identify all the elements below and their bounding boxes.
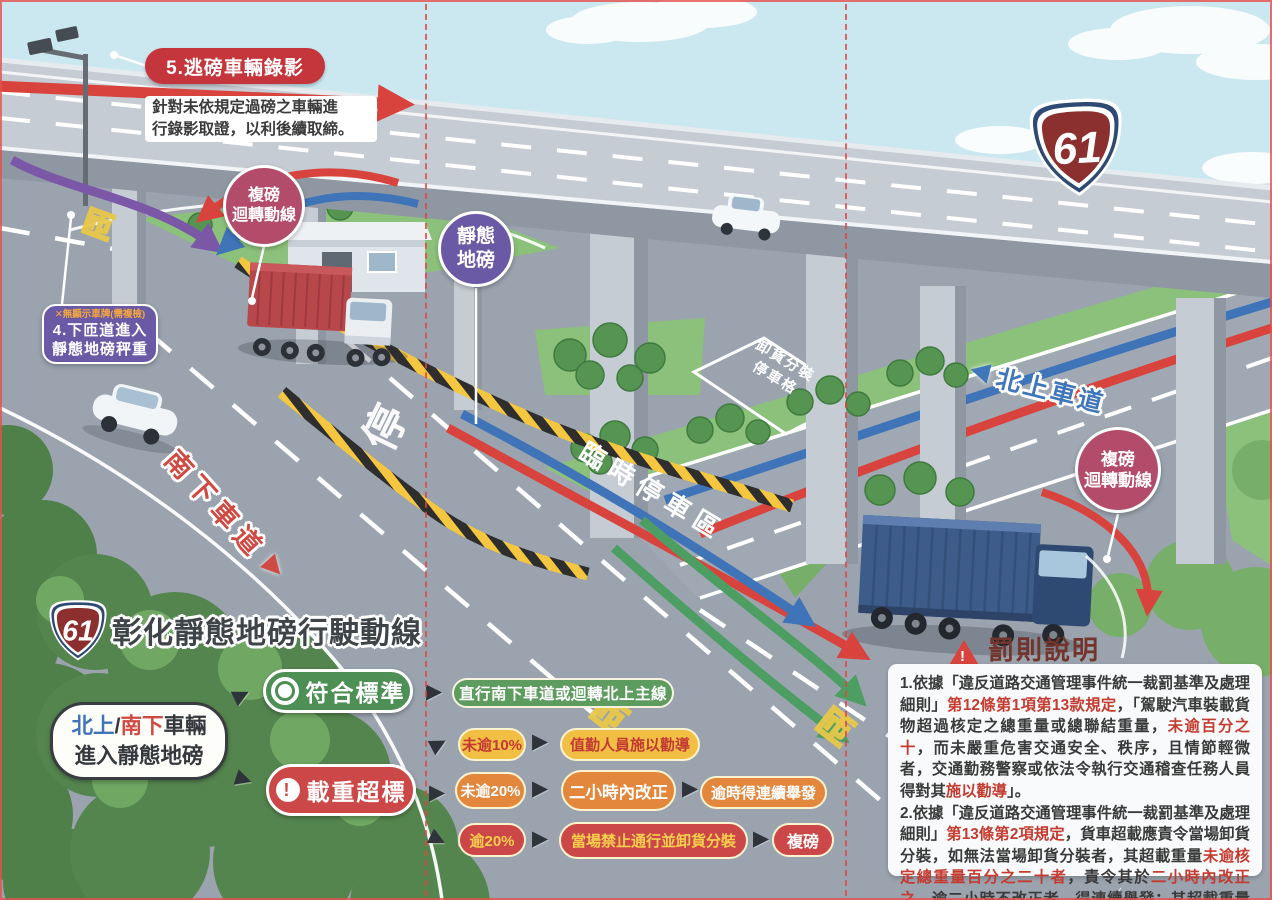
step-citation-label: 逾時得連續舉發 <box>710 785 816 802</box>
step-reweigh-pill: 複磅 <box>772 823 834 857</box>
camera-icon <box>27 38 53 55</box>
entry-vehicle: 車輛 <box>163 714 207 738</box>
clouds <box>546 0 1272 184</box>
route-number: 61 <box>1051 123 1102 174</box>
camera-gantry <box>27 26 88 206</box>
reweigh-loop-badge-right: 複磅 迴轉動線 <box>1075 427 1161 513</box>
cond-10pct-label: 未逾10% <box>461 737 523 754</box>
step-advise-label: 值勤人員施以勸導 <box>569 737 690 754</box>
ramp-entry-line2: 靜態地磅秤重 <box>51 341 148 358</box>
entry-line1: 北上/南下車輛 <box>53 711 225 741</box>
green-unload-arrow <box>611 544 850 744</box>
static-scale-line1: 靜態 <box>456 226 495 248</box>
car-on-viaduct <box>712 194 781 241</box>
reweigh-right-line2: 迴轉動線 <box>1084 471 1152 490</box>
step-citation-pill: 逾時得連續舉發 <box>700 776 827 809</box>
reweigh-right-line1: 複磅 <box>1101 449 1135 469</box>
diagram-title: 彰化靜態地磅行駛動線 <box>112 608 422 652</box>
target-icon <box>270 677 299 705</box>
penalty-paragraph-2: 2.依據「違反道路交通管理事件統一裁罰基準及處理細則」第13條第2項規定，貨車超… <box>900 804 1250 900</box>
callout-connectors <box>60 54 1120 557</box>
ramp-entry-callout: ✕無顯示車牌(需複檢) 4.下匝道進入 靜態地磅秤重 <box>42 304 158 364</box>
reweigh-loop-badge-left: 複磅 迴轉動線 <box>223 165 305 247</box>
penalty-text-box: 1.依據「違反道路交通管理事件統一裁罰基準及處理細則」第12條第1項第13款規定… <box>888 664 1262 900</box>
page-title: 彰化靜態地磅行駛動線 <box>112 617 422 650</box>
branch-arrow-icon: ▶ <box>429 781 446 804</box>
lane-dash <box>679 356 1272 567</box>
route-61-shield: 61 <box>1029 98 1122 196</box>
penalty-title-row: ! 罰則說明 <box>948 630 1100 667</box>
northbound-arrow-icon <box>968 359 992 384</box>
escape-video-desc-line1: 針對未依規定過磅之車輛進 <box>152 99 339 116</box>
flow-arrow-icon: ▶ <box>426 680 443 703</box>
escape-video-title: 5.逃磅車輛錄影 <box>166 57 304 79</box>
road-edge-curve <box>1085 554 1127 659</box>
pass-result-label: 直行南下車道或迴轉北上主線 <box>458 686 667 703</box>
static-scale-badge: 靜態 地磅 <box>438 211 514 287</box>
static-scale-line2: 地磅 <box>456 250 495 271</box>
road-edge-curve <box>0 406 444 900</box>
flow-arrow-icon: ▶ <box>532 730 549 753</box>
red-truck <box>237 262 408 367</box>
step-reweigh-label: 複磅 <box>786 834 819 851</box>
warning-glyph: ! <box>960 648 965 665</box>
entry-northbound: 北上 <box>71 714 115 738</box>
red-uturn-arrow <box>1040 488 1163 617</box>
cond-pill-20pct: 未逾20% <box>455 772 526 809</box>
escape-video-desc-line2: 行錄影取證，以利後續取締。 <box>152 121 354 138</box>
fold-line <box>845 4 847 896</box>
reweigh-left-line2: 迴轉動線 <box>231 207 296 224</box>
connector-dots <box>67 51 1111 563</box>
entry-separator: / <box>114 714 121 738</box>
penalty-paragraph-1: 1.依據「違反道路交通管理事件統一裁罰基準及處理細則」第12條第1項第13款規定… <box>900 675 1250 800</box>
white-car <box>82 383 178 454</box>
step-prohibit-pill: 當場禁止通行並卸貨分裝 <box>559 822 748 859</box>
escape-video-badge: 5.逃磅車輛錄影 <box>145 48 325 84</box>
blue-exit-arrow <box>459 410 817 627</box>
green-unload-arrow <box>639 516 867 707</box>
flow-arrow-icon: ▶ <box>753 827 770 850</box>
flow-arrow-icon: ▶ <box>532 777 549 800</box>
step-correct-label: 二小時內改正 <box>569 783 668 802</box>
overweight-label: 載重超標 <box>306 779 407 805</box>
camera-icon <box>55 26 79 42</box>
overweight-pill: ! 載重超標 <box>266 764 416 816</box>
pass-standard-pill: 符合標準 <box>263 669 413 713</box>
blue-truck <box>842 514 1094 656</box>
warning-icon: ! <box>948 640 980 667</box>
entry-southbound: 南下 <box>120 714 164 738</box>
flow-arrow-icon: ▶ <box>532 827 549 850</box>
reweigh-left-line1: 複磅 <box>247 187 280 204</box>
purple-offramp-arrow <box>9 156 224 254</box>
pass-standard-label: 符合標準 <box>305 680 406 706</box>
no-plate-note: ✕無顯示車牌(需複檢) <box>54 309 146 320</box>
ramp-entry-line1: 4.下匝道進入 <box>52 322 148 339</box>
escape-video-desc: 針對未依規定過磅之車輛進 行錄影取證，以利後續取締。 <box>145 96 377 142</box>
entry-condition-box: 北上/南下車輛 進入靜態地磅 <box>50 702 228 780</box>
pass-result-pill: 直行南下車道或迴轉北上主線 <box>452 678 674 708</box>
route-61-shield-small: 61 <box>49 600 107 661</box>
exclamation-icon: ! <box>275 778 300 802</box>
step-prohibit-label: 當場禁止通行並卸貨分裝 <box>570 833 736 850</box>
cond-20pct-label: 未逾20% <box>460 783 521 800</box>
penalty-title: 罰則說明 <box>988 635 1101 665</box>
route-number: 61 <box>62 616 94 648</box>
cond-pill-10pct: 未逾10% <box>458 728 526 761</box>
exclamation-glyph: ! <box>283 779 292 800</box>
flow-arrow-icon: ▶ <box>682 777 699 800</box>
cond-pill-over20pct: 逾20% <box>458 823 526 857</box>
entry-line2: 進入靜態地磅 <box>74 744 204 768</box>
fold-line <box>425 4 427 896</box>
cond-over20pct-label: 逾20% <box>469 832 515 850</box>
step-correct-pill: 二小時內改正 <box>561 770 676 811</box>
step-advise-pill: 值勤人員施以勸導 <box>560 728 700 761</box>
